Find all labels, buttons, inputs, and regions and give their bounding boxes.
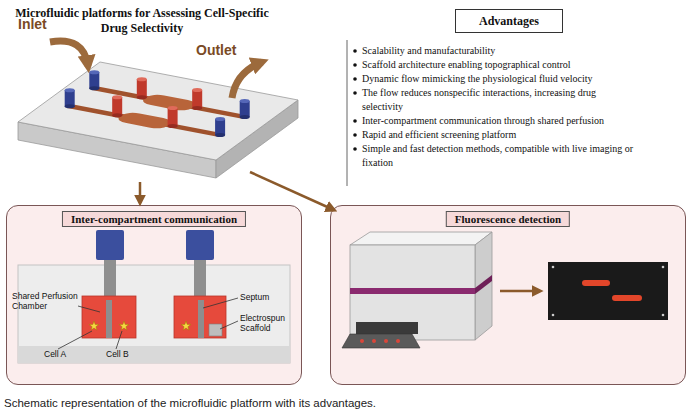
- bullet-item: The flow reduces nonspecific interaction…: [362, 86, 637, 114]
- bullet-dot: [353, 147, 357, 151]
- channel: [67, 104, 222, 136]
- port-connector: [65, 88, 75, 108]
- port-connector: [89, 70, 99, 90]
- bullet-dot: [353, 49, 357, 53]
- channel: [92, 86, 247, 118]
- divider-line: [347, 40, 348, 186]
- port-connector: [192, 88, 202, 110]
- culture-chamber: [115, 111, 176, 130]
- chip-side-face: [216, 100, 298, 178]
- bullet-dot: [353, 63, 357, 67]
- callout-label: Cell A: [44, 349, 66, 359]
- box-heading: Fluorescence detection: [446, 211, 570, 227]
- pointer-arrow: [139, 182, 142, 203]
- panel-box: Fluorescence detection: [330, 205, 686, 385]
- flow-label: Inlet: [18, 16, 47, 32]
- chip-top-face: [18, 62, 298, 160]
- bullet-item: Scaffold architecture enabling topograph…: [362, 58, 637, 72]
- callout-label: Septum: [240, 292, 269, 302]
- port-connector: [215, 117, 225, 137]
- port-connector: [137, 77, 147, 99]
- bullet-item: Scalability and manufacturability: [362, 44, 637, 58]
- inlet-arrow: [50, 41, 88, 66]
- callout-label: Cell B: [106, 349, 129, 359]
- callout-label: Shared Perfusion Chamber: [12, 291, 84, 311]
- port-connector: [168, 106, 178, 128]
- box-heading: Advantages: [479, 14, 539, 29]
- bullet-dot: [353, 77, 357, 81]
- callout-label: Electrospun Scaffold: [240, 313, 298, 333]
- bullet-dot: [353, 119, 357, 123]
- port-connector: [112, 95, 122, 117]
- culture-chamber: [139, 93, 200, 112]
- heading-box: Advantages: [455, 9, 563, 33]
- outlet-arrow: [232, 62, 262, 98]
- bullet-item: Inter-compartment communication through …: [362, 114, 637, 128]
- port-connector: [240, 99, 250, 119]
- chip-front-face: [18, 122, 216, 178]
- box-heading: Inter-compartment communication: [62, 211, 246, 227]
- bullet-item: Simple and fast detection methods, compa…: [362, 142, 637, 170]
- diagram-title: Microfluidic platforms for Assessing Cel…: [6, 6, 278, 36]
- bullet-dot: [353, 91, 357, 95]
- bullet-dot: [353, 133, 357, 137]
- flow-label: Outlet: [196, 42, 236, 58]
- bullet-item: Rapid and efficient screening platform: [362, 128, 637, 142]
- figure-caption: Schematic representation of the microflu…: [4, 397, 376, 409]
- bullet-item: Dynamic flow mimicking the physiological…: [362, 72, 637, 86]
